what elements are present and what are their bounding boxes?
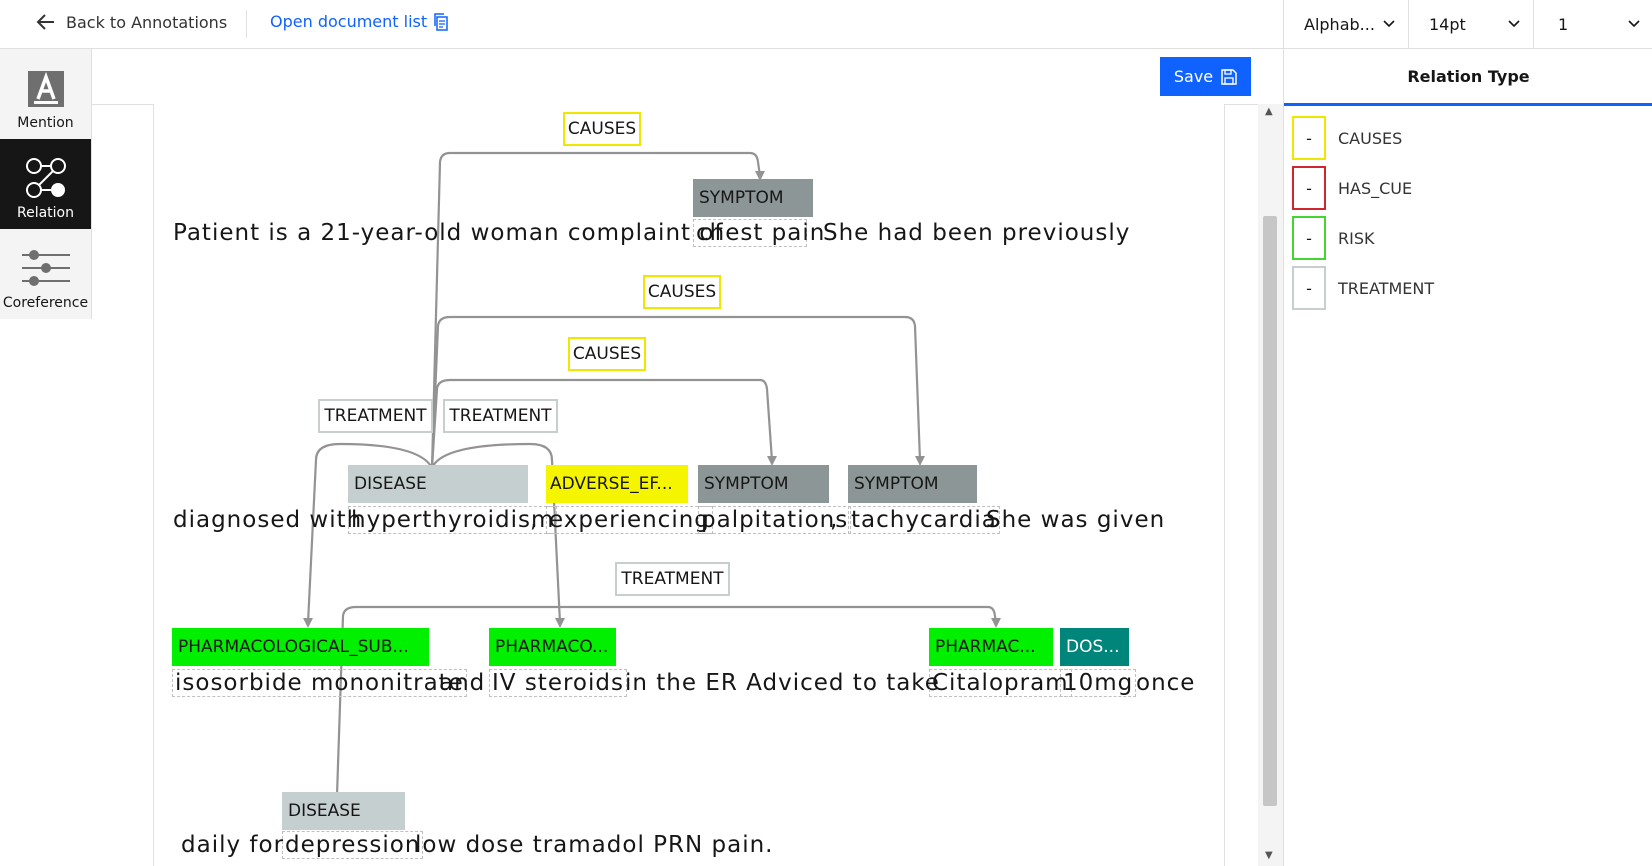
token-chest-pain[interactable]: chest pain [693,219,824,247]
relation-key-box: - [1292,166,1326,210]
relation-type-name: CAUSES [1338,128,1403,148]
entity-disease[interactable]: DISEASE [282,792,405,830]
text-segment: once [1136,670,1196,696]
relation-type-panel: Relation Type - CAUSES - HAS_CUE - RISK … [1283,49,1652,866]
token-hyperthyroidism[interactable]: hyperthyroidism [348,506,558,534]
relation-type-tab[interactable]: Relation Type [1284,49,1652,106]
back-label: Back to Annotations [66,12,228,32]
line-spacing-dropdown[interactable]: 1 [1534,0,1652,48]
token-tachycardia[interactable]: tachycardia [848,506,1000,534]
tool-coreference[interactable]: Coreference [0,229,91,319]
copy-icon [434,12,448,31]
save-button[interactable]: Save [1160,57,1251,96]
scroll-down-icon[interactable]: ▼ [1265,850,1273,861]
punctuation: , [530,507,539,533]
relation-type-name: RISK [1338,228,1375,248]
font-size-dropdown[interactable]: 14pt [1409,0,1534,48]
sort-dropdown[interactable]: Alphab... [1284,0,1409,48]
divider [246,10,247,38]
token-citalopram[interactable]: Citalopram [929,669,1072,697]
tool-mention[interactable]: Mention [0,49,91,139]
entity-dosage[interactable]: DOS... [1060,628,1129,666]
scroll-up-icon[interactable]: ▲ [1265,106,1273,117]
arrow-left-icon [36,14,54,30]
tool-label: Relation [17,205,74,221]
entity-symptom[interactable]: SYMPTOM [693,179,813,217]
back-to-annotations-link[interactable]: Back to Annotations [36,12,227,32]
token-isosorbide-mononitrate[interactable]: isosorbide mononitrate [172,669,467,697]
text-segment: She had been previously [823,220,1131,246]
relation-key-box: - [1292,116,1326,160]
relation-type-has-cue[interactable]: - HAS_CUE [1292,165,1412,211]
token-10mg[interactable]: 10mg [1060,669,1137,697]
punctuation: , [830,507,839,533]
scrollbar-thumb[interactable] [1263,216,1277,806]
editor-toolbar [92,49,1283,105]
open-document-list-link[interactable]: Open document list [270,12,449,31]
save-label: Save [1173,67,1214,86]
annotation-tools: Mention Relation Coreference [0,49,92,319]
token-experiencing[interactable]: experiencing [546,506,713,534]
relation-label-treatment[interactable]: TREATMENT [615,562,730,596]
text-segment: low dose tramadol PRN pain. [415,832,774,858]
relation-type-name: TREATMENT [1338,278,1435,298]
annotation-canvas[interactable] [153,104,1225,866]
chevron-down-icon [1383,20,1395,28]
relation-label-treatment[interactable]: TREATMENT [443,399,558,433]
relation-icon [25,158,66,198]
tool-relation[interactable]: Relation [0,139,91,229]
text-segment: She was given [986,507,1166,533]
relation-key-box: - [1292,266,1326,310]
relation-label-causes[interactable]: CAUSES [563,112,641,146]
entity-disease[interactable]: DISEASE [348,465,528,503]
relation-label-causes[interactable]: CAUSES [643,275,721,309]
entity-symptom[interactable]: SYMPTOM [698,465,829,503]
tool-label: Coreference [2,295,89,311]
view-options-bar: Alphab... 14pt 1 [1283,0,1652,49]
relation-type-risk[interactable]: - RISK [1292,215,1374,261]
sort-value: Alphab... [1304,14,1375,34]
entity-pharmacological-substance[interactable]: PHARMAC... [929,628,1053,666]
entity-symptom[interactable]: SYMPTOM [848,465,977,503]
text-segment: Patient is a 21-year-old woman complaint… [173,220,724,246]
entity-pharmacological-substance[interactable]: PHARMACO... [489,628,616,666]
relation-label-treatment[interactable]: TREATMENT [318,399,433,433]
coreference-icon [21,250,70,286]
text-segment: diagnosed with [173,507,363,533]
tool-label: Mention [17,115,74,131]
entity-pharmacological-substance[interactable]: PHARMACOLOGICAL_SUB... [172,628,429,666]
token-depression[interactable]: depression [282,831,424,859]
font-size-value: 14pt [1429,14,1466,34]
relation-type-causes[interactable]: - CAUSES [1292,115,1402,161]
top-bar: Back to Annotations Open document list [0,0,1283,49]
text-segment: and [439,670,486,696]
relation-key-box: - [1292,216,1326,260]
relation-type-name: HAS_CUE [1338,178,1413,198]
token-palpitations[interactable]: palpitations [698,506,852,534]
text-segment: in the ER Adviced to take [625,670,940,696]
relation-type-treatment[interactable]: - TREATMENT [1292,265,1434,311]
chevron-down-icon [1508,20,1520,28]
text-segment: daily for [181,832,285,858]
save-icon [1221,68,1237,85]
relation-label-causes[interactable]: CAUSES [568,337,646,371]
chevron-down-icon [1628,20,1640,28]
line-value: 1 [1558,14,1569,34]
mention-icon [27,71,64,107]
entity-adverse-effect[interactable]: ADVERSE_EF... [546,465,688,503]
token-iv-steroids[interactable]: IV steroids [489,669,627,697]
open-doc-label: Open document list [270,12,428,31]
vertical-scrollbar[interactable]: ▲ ▼ [1258,104,1283,866]
